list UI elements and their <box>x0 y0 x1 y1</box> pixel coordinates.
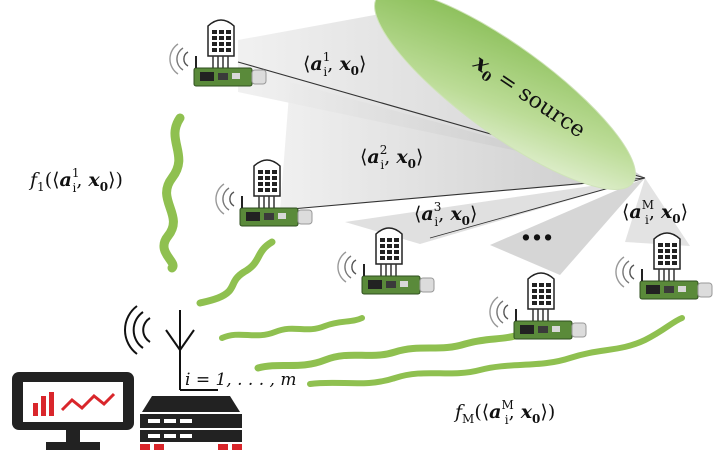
cone-label-2-sup: 2 <box>380 143 388 157</box>
cone-3 <box>345 178 645 244</box>
wave-link-2 <box>196 238 276 307</box>
server-rack-icon <box>140 396 242 450</box>
sensor-node-icon <box>615 232 713 300</box>
sensor-nodes <box>169 19 713 340</box>
antenna-icon <box>124 305 218 391</box>
index-label: i = 1, . . . , m <box>185 370 296 390</box>
f1-sup: 1 <box>72 166 80 180</box>
f1-sub: 1 <box>37 180 45 194</box>
f1-fn: f <box>28 169 40 191</box>
cone-label-1-sup: 1 <box>323 50 331 64</box>
fM-fn: f <box>453 401 465 423</box>
monitor-chart-icon <box>12 372 134 450</box>
cone-2 <box>280 82 640 210</box>
wave-link-5 <box>307 315 685 387</box>
sensor-node-icon <box>215 159 313 227</box>
ellipsis-label: … <box>520 209 554 249</box>
wave-link-1 <box>159 113 185 273</box>
wave-link-3 <box>219 315 365 341</box>
wireless-links <box>159 113 685 387</box>
sensor-node-icon <box>337 227 435 295</box>
fM-sub: M <box>462 412 474 426</box>
cone-4 <box>490 178 645 275</box>
source-disc <box>374 0 636 190</box>
cone-label-3-sup: 3 <box>434 200 442 214</box>
fM-sup: M <box>501 398 513 412</box>
wave-link-4 <box>254 332 519 372</box>
sensor-node-icon <box>489 272 587 340</box>
cone-5 <box>625 178 690 246</box>
sensor-node-icon <box>169 19 267 87</box>
cone-label-M-sup: M <box>642 198 654 212</box>
